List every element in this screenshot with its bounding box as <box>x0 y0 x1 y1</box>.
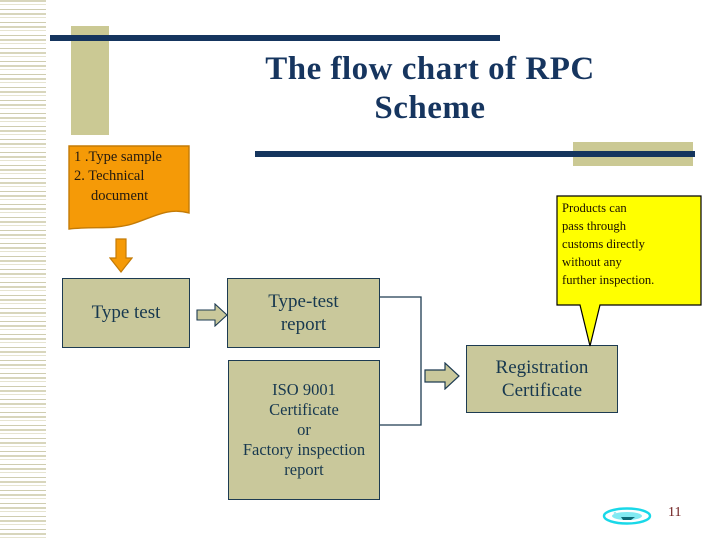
box-registration-line-2: Certificate <box>501 380 583 401</box>
arrow-right-icon-1 <box>196 303 228 327</box>
box-type-test-report-line-2: report <box>280 314 327 335</box>
decorative-navy-rule-top <box>50 35 500 41</box>
box-iso-line-3: or <box>297 419 311 439</box>
box-iso-line-4: Factory inspection <box>242 440 366 460</box>
document-text-line-3: document <box>91 187 149 204</box>
callout-line-3: customs directly <box>562 237 645 251</box>
document-shape-node <box>68 145 190 233</box>
box-registration-line-1: Registration <box>495 356 589 378</box>
page-number: 11 <box>668 505 682 520</box>
decorative-stripe-band <box>0 0 50 540</box>
box-iso-line-2: Certificate <box>269 399 339 419</box>
box-type-test-label: Type test <box>91 302 161 324</box>
arrow-down-icon <box>109 238 133 273</box>
document-text-line-2: 2. Technical <box>74 168 145 185</box>
decorative-tan-block-top <box>71 26 109 135</box>
bracket-connector <box>379 295 425 427</box>
box-type-test: Type test <box>62 278 190 348</box>
callout-line-4: without any <box>562 255 622 269</box>
arrow-right-icon-2 <box>424 362 460 390</box>
document-shape-text: 1 .Type sample 2. Technical document <box>71 148 189 206</box>
page-title-line-2: Scheme <box>374 89 486 126</box>
box-type-test-report: Type-test report <box>227 278 380 348</box>
box-registration-certificate: Registration Certificate <box>466 345 618 413</box>
callout-line-2: pass through <box>562 219 627 233</box>
page-title: The flow chart of RPC Scheme <box>150 50 710 128</box>
page-title-line-1: The flow chart of RPC <box>265 51 595 87</box>
decorative-navy-rule-bottom <box>255 151 695 157</box>
callout-bubble <box>556 195 702 347</box>
callout-line-1: Products can <box>562 201 627 215</box>
box-iso-line-5: report <box>284 460 324 480</box>
box-iso-line-1: ISO 9001 <box>272 379 336 399</box>
callout-line-5: further inspection. <box>562 273 655 287</box>
callout-text: Products can pass through customs direct… <box>562 199 698 289</box>
box-iso-certificate: ISO 9001 Certificate or Factory inspecti… <box>228 360 380 500</box>
box-type-test-report-line-1: Type-test <box>268 290 339 312</box>
document-text-line-1: 1 .Type sample <box>74 149 162 165</box>
company-logo-icon <box>601 505 653 527</box>
